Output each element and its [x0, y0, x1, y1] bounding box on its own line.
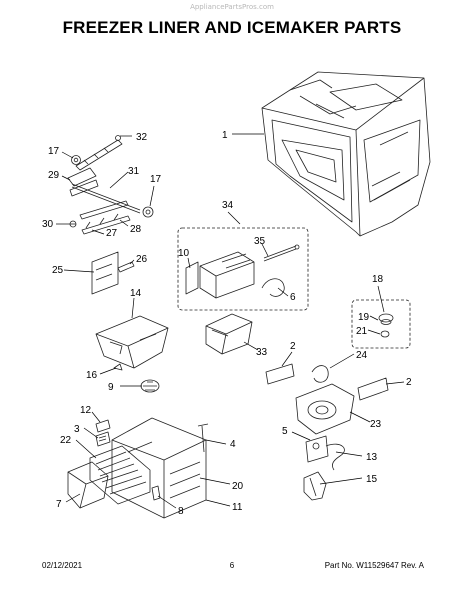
bin-cover-14-part: [95, 315, 169, 369]
gasket-2a-part: [265, 363, 295, 385]
callout-19: 19: [358, 312, 370, 323]
callout-31: 31: [128, 166, 140, 177]
callout-6: 6: [290, 292, 296, 303]
callout-8: 8: [178, 506, 184, 517]
channel-32-part: [75, 135, 123, 171]
leader-lines: [56, 133, 405, 509]
rod-31-part: [71, 183, 141, 214]
callout-23: 23: [370, 419, 382, 430]
panel-25-part: [91, 251, 119, 295]
callout-33: 33: [256, 347, 268, 358]
icemaker-assembly-part: [177, 227, 309, 311]
fan-housing-23-part: [295, 365, 355, 435]
callout-27: 27: [106, 228, 118, 239]
callout-28: 28: [130, 224, 142, 235]
bracket-29-part: [67, 167, 99, 197]
callout-10: 10: [178, 248, 190, 259]
bracket-15-part: [303, 471, 327, 501]
motor-9-part: [140, 379, 160, 393]
callout-15: 15: [366, 474, 378, 485]
callout-4: 4: [230, 439, 236, 450]
callout-20: 20: [232, 481, 244, 492]
footer-part-number: Part No. W11529647 Rev. A: [324, 561, 424, 570]
callout-1: 1: [222, 130, 228, 141]
bushing-17-part: [71, 155, 81, 165]
callout-17a: 17: [48, 146, 60, 157]
callout-13: 13: [366, 452, 378, 463]
bar-27-part: [79, 200, 131, 235]
clip-8-part: [151, 485, 161, 501]
callout-24: 24: [356, 350, 368, 361]
callout-17b: 17: [150, 174, 162, 185]
callout-11: 11: [232, 502, 243, 513]
callout-18: 18: [372, 274, 384, 285]
harness-13-part: [305, 435, 345, 471]
ice-bucket-33-part: [205, 313, 253, 355]
callout-12: 12: [80, 405, 92, 416]
callout-9: 9: [108, 382, 114, 393]
callout-3: 3: [74, 424, 80, 435]
callout-29: 29: [48, 170, 60, 181]
callout-2b: 2: [406, 377, 412, 388]
clip-30-part: [69, 220, 77, 228]
pin-26-part: [117, 261, 135, 273]
callout-2a: 2: [290, 341, 296, 352]
fitting-18-part: [351, 299, 411, 349]
bushing-17b-part: [142, 206, 154, 218]
footer-page-number: 6: [229, 561, 235, 570]
callout-14: 14: [130, 288, 142, 299]
grille-22-part: [89, 445, 151, 505]
freezer-liner-part: [261, 71, 431, 237]
callout-30: 30: [42, 219, 54, 230]
callout-5: 5: [282, 426, 288, 437]
cover-7-part: [67, 461, 109, 509]
callout-32: 32: [136, 132, 148, 143]
callout-16: 16: [86, 370, 98, 381]
bracket-12-part: [95, 419, 111, 433]
callout-34: 34: [222, 200, 234, 211]
watermark: AppliancePartsPros.com: [190, 3, 274, 11]
footer-date: 02/12/2021: [42, 561, 83, 570]
callout-7: 7: [56, 499, 62, 510]
harness-35-part: [263, 244, 300, 262]
callout-25: 25: [52, 265, 64, 276]
page-title: FREEZER LINER AND ICEMAKER PARTS: [62, 18, 402, 37]
lower-panel-11-part: [111, 417, 207, 519]
gasket-2b-part: [357, 377, 389, 401]
callout-22: 22: [60, 435, 72, 446]
clip-16-part: [113, 363, 123, 371]
wire-6-part: [261, 278, 285, 297]
callout-labels: 1 32 17 29 31 17 30 27 28 25 26 34 10 35…: [42, 130, 412, 517]
callout-26: 26: [136, 254, 148, 265]
callout-21: 21: [356, 326, 368, 337]
screw-4-part: [197, 423, 209, 453]
callout-35: 35: [254, 236, 266, 247]
bracket-3-part: [95, 431, 111, 447]
